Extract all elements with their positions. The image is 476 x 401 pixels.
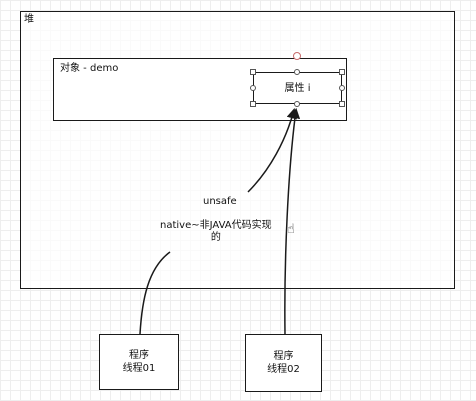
connection-point-right[interactable] [339,85,345,91]
hand-pointer-icon: ☝ [287,222,295,237]
edge-label-native: native~非JAVA代码实现 的 [160,220,272,243]
attribute-i-box[interactable]: 属性 i [253,72,342,104]
thread-02-label: 程序 线程02 [267,351,300,375]
heap-label: 堆 [24,14,34,25]
heap-box[interactable]: 堆 [20,11,455,289]
object-label: 对象 - demo [60,63,119,74]
connection-point-bottom[interactable] [294,101,300,107]
connection-point-top[interactable] [294,69,300,75]
resize-handle-se[interactable] [339,101,345,107]
edge-label-unsafe: unsafe [203,196,237,207]
thread-01-box[interactable]: 程序 线程01 [99,334,179,390]
attribute-label: 属性 i [284,82,311,94]
thread-01-label: 程序 线程01 [122,350,156,374]
resize-handle-ne[interactable] [339,69,345,75]
connection-point-left[interactable] [250,85,256,91]
resize-handle-sw[interactable] [250,101,256,107]
thread-02-box[interactable]: 程序 线程02 [245,334,322,392]
rotate-handle-icon[interactable] [293,52,301,60]
resize-handle-nw[interactable] [250,69,256,75]
